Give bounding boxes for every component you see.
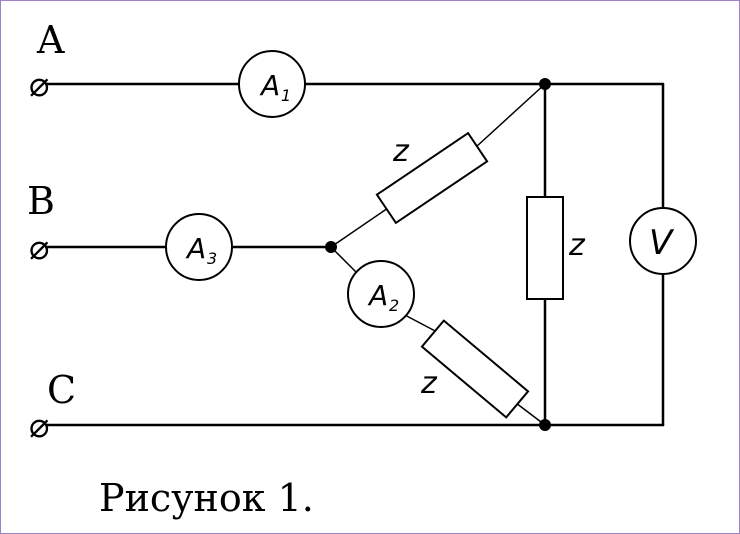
node-a xyxy=(539,78,551,90)
voltmeter-v: V xyxy=(629,207,697,275)
ammeter-a3: A 3 xyxy=(165,213,233,281)
svg-text:1: 1 xyxy=(281,86,291,105)
svg-text:A: A xyxy=(259,69,280,102)
terminal-a-symbol: ⌀ xyxy=(29,65,49,105)
terminal-c-symbol: ⌀ xyxy=(29,406,49,446)
svg-text:2: 2 xyxy=(389,296,399,315)
impedance-bc xyxy=(420,319,530,419)
impedance-bc-label: z xyxy=(420,366,438,401)
wire-z-ab-upper xyxy=(475,83,546,148)
node-b xyxy=(325,241,337,253)
impedance-ac xyxy=(526,196,564,300)
svg-text:V: V xyxy=(649,223,675,263)
svg-text:A: A xyxy=(185,232,206,265)
wire-z-ab-lower xyxy=(330,207,389,248)
svg-text:A: A xyxy=(367,279,388,312)
impedance-ab xyxy=(375,131,489,225)
wire-z-to-c xyxy=(515,402,546,426)
ammeter-a2: A 2 xyxy=(347,260,415,328)
terminal-b-label: B xyxy=(27,179,55,223)
wire-node-to-a2 xyxy=(330,246,360,276)
ammeter-a1: A 1 xyxy=(238,50,306,118)
terminal-a-label: A xyxy=(36,18,65,62)
svg-text:3: 3 xyxy=(207,249,217,268)
impedance-ac-label: z xyxy=(568,228,586,263)
wire-a2-to-z xyxy=(400,312,440,334)
terminal-b-symbol: ⌀ xyxy=(29,228,49,268)
terminal-c-label: C xyxy=(47,368,76,412)
impedance-ab-label: z xyxy=(392,134,410,169)
node-c xyxy=(539,419,551,431)
figure-caption: Рисунок 1. xyxy=(99,476,314,520)
